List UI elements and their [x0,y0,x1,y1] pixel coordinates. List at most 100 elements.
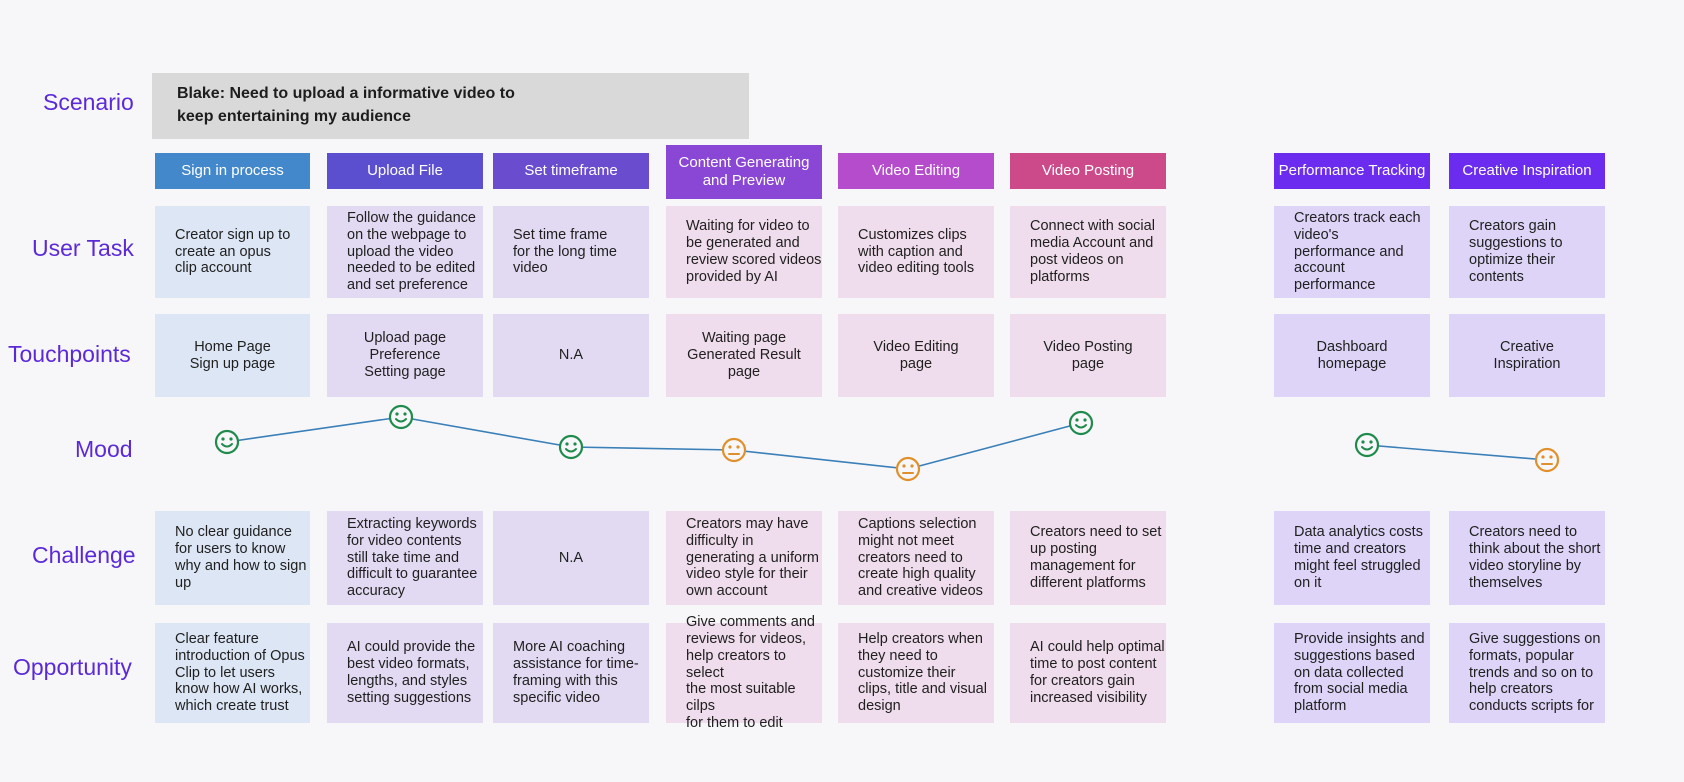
opportunity-card-text: Give suggestions on formats, popular tre… [1469,631,1601,715]
opportunity-card: Give suggestions on formats, popular tre… [1449,623,1605,723]
touchpoint-card-text: N.A [558,347,584,364]
happy-face-icon [558,434,584,460]
challenge-card: Extracting keywords for video contents s… [327,511,483,605]
user-task-card-text: Set time frame for the long time video [513,226,617,277]
touchpoint-card: Video Posting page [1010,314,1166,397]
challenge-card-text: Captions selection might not meet creato… [858,516,983,600]
touchpoint-card: Dashboard homepage [1274,314,1430,397]
mood-line-segment [400,416,572,448]
opportunity-card-text: AI could provide the best video formats,… [347,639,476,706]
neutral-face-icon [721,437,747,463]
opportunity-card: More AI coaching assistance for time- fr… [493,623,649,723]
stage-header-text: Performance Tracking [1278,162,1426,179]
opportunity-card-text: AI could help optimal time to post conte… [1030,639,1165,706]
touchpoint-card: Video Editing page [838,314,994,397]
touchpoint-card: Home Page Sign up page [155,314,310,397]
user-task-card: Connect with social media Account and po… [1010,206,1166,298]
user-task-card: Set time frame for the long time video [493,206,649,298]
stage-header-text: Creative Inspiration [1462,162,1592,179]
stage-header-text: Video Editing [871,162,961,179]
opportunity-card-text: Give comments and reviews for videos, he… [686,614,815,731]
stage-header: Video Editing [838,153,994,189]
touchpoint-card: Creative Inspiration [1449,314,1605,397]
touchpoint-card: Upload page Preference Setting page [327,314,483,397]
happy-face-icon [1068,410,1094,436]
user-task-card-text: Creators track each video's performance … [1294,210,1421,294]
happy-face-icon [388,404,414,430]
opportunity-card-text: More AI coaching assistance for time- fr… [513,639,639,706]
stage-header-text: Sign in process [181,162,284,179]
user-task-label: User Task [32,235,134,261]
challenge-card-text: No clear guidance for users to know why … [175,524,307,591]
scenario-text: Blake: Need to upload a informative vide… [177,85,515,125]
touchpoint-card: Waiting page Generated Result page [666,314,822,397]
challenge-card-text: Creators need to set up posting manageme… [1030,524,1162,591]
stage-header: Upload File [327,153,483,189]
opportunity-card: Help creators when they need to customiz… [838,623,994,723]
touchpoint-card-text: Upload page Preference Setting page [363,330,447,380]
challenge-card: Data analytics costs time and creators m… [1274,511,1430,605]
scenario-label: Scenario [43,89,134,115]
stage-header-text: Video Posting [1041,162,1135,179]
challenge-label: Challenge [32,542,136,568]
happy-face-icon [214,429,240,455]
user-task-card: Waiting for video to be generated and re… [666,206,822,298]
stage-header: Content Generating and Preview [666,145,822,199]
challenge-card: Captions selection might not meet creato… [838,511,994,605]
touchpoints-label: Touchpoints [8,341,131,367]
user-task-card-text: Customizes clips with caption and video … [858,226,975,277]
challenge-card: Creators need to set up posting manageme… [1010,511,1166,605]
user-task-card-text: Follow the guidance on the webpage to up… [347,210,476,294]
opportunity-card-text: Clear feature introduction of Opus Clip … [175,631,305,715]
mood-line-segment [570,446,735,451]
opportunity-label: Opportunity [13,654,132,680]
challenge-card: Creators need to think about the short v… [1449,511,1605,605]
mood-label: Mood [75,436,133,462]
challenge-card-text: Creators need to think about the short v… [1469,524,1601,591]
touchpoint-card-text: Home Page Sign up page [189,338,276,372]
challenge-card-text: Data analytics costs time and creators m… [1294,524,1423,591]
stage-header: Performance Tracking [1274,153,1430,189]
touchpoint-card-text: Dashboard homepage [1316,338,1388,372]
user-task-card: Creator sign up to create an opus clip a… [155,206,310,298]
user-task-card-text: Connect with social media Account and po… [1030,218,1155,285]
happy-face-icon [1354,432,1380,458]
stage-header: Video Posting [1010,153,1166,189]
mood-line-segment [226,416,402,443]
opportunity-card: AI could help optimal time to post conte… [1010,623,1166,723]
scenario-box: Blake: Need to upload a informative vide… [152,73,749,139]
challenge-card-text: Extracting keywords for video contents s… [347,516,478,600]
mood-line-segment [907,422,1082,470]
opportunity-card: Clear feature introduction of Opus Clip … [155,623,310,723]
stage-header-text: Set timeframe [524,162,618,179]
challenge-card: N.A [493,511,649,605]
user-task-card-text: Creator sign up to create an opus clip a… [175,226,291,277]
challenge-card-text: N.A [558,549,584,566]
stage-header: Creative Inspiration [1449,153,1605,189]
challenge-card-text: Creators may have difficulty in generati… [686,516,819,600]
opportunity-card-text: Provide insights and suggestions based o… [1294,631,1425,715]
opportunity-card: Provide insights and suggestions based o… [1274,623,1430,723]
touchpoint-card-text: Video Posting page [1043,338,1133,372]
stage-header: Set timeframe [493,153,649,189]
stage-header-text: Upload File [367,162,443,179]
user-task-card-text: Creators gain suggestions to optimize th… [1469,218,1563,285]
user-task-card: Creators track each video's performance … [1274,206,1430,298]
challenge-card: No clear guidance for users to know why … [155,511,310,605]
stage-header: Sign in process [155,153,310,189]
user-task-card: Follow the guidance on the webpage to up… [327,206,483,298]
neutral-face-icon [895,456,921,482]
opportunity-card: Give comments and reviews for videos, he… [666,614,822,731]
mood-line-segment [1366,444,1548,461]
touchpoint-card-text: Waiting page Generated Result page [687,330,801,380]
touchpoint-card: N.A [493,314,649,397]
opportunity-card-text: Help creators when they need to customiz… [858,631,987,715]
challenge-card: Creators may have difficulty in generati… [666,511,822,605]
user-task-card: Creators gain suggestions to optimize th… [1449,206,1605,298]
user-task-card-text: Waiting for video to be generated and re… [686,218,822,285]
user-task-card: Customizes clips with caption and video … [838,206,994,298]
touchpoint-card-text: Video Editing page [873,338,959,372]
neutral-face-icon [1534,447,1560,473]
opportunity-card: AI could provide the best video formats,… [327,623,483,723]
